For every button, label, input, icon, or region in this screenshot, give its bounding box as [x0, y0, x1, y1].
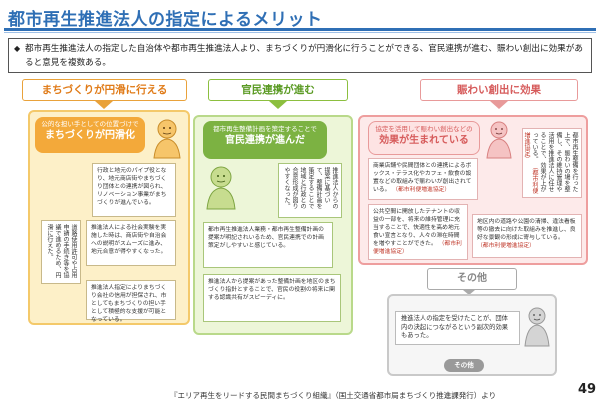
heading-smooth: まちづくりが円滑に行える [22, 79, 187, 101]
heading-other: その他 [427, 268, 517, 290]
card-other: 推進法人の指定を受けたことが、団体内の決起につながるという副次的効果もあった。 [395, 311, 520, 345]
page-number: 49 [578, 382, 597, 397]
card-lively-vertical-text: 都市再生整備を行った上で、賑わいの場を整備し、その維持管理や活用を推進法人に任せ… [531, 132, 578, 192]
bubble-lively-big: 効果が生まれている [379, 135, 469, 146]
bubble-smooth: 公的な担い手としての位置づけで まちづくりが円滑化 [35, 117, 145, 153]
card-lively-vertical: 都市再生整備を行った上で、賑わいの場を整備し、その維持管理や活用を推進法人に任せ… [522, 128, 582, 198]
person-gray-icon [524, 307, 550, 347]
card-lively-1-text: 商業店舗や民間団体との連携によるボックス・テラス化やカフェ・飲食の設置などの取組… [373, 163, 472, 193]
card-smooth-vertical: 道路使用許可や占用申請の手続き等を協議で進めるため、円滑に行えた。 [41, 220, 81, 284]
person-pink-icon [486, 121, 512, 159]
bubble-lively: 協定を活用して賑わい創出などの 効果が生まれている [368, 121, 480, 155]
card-lively-3-cite: （都市利便増進協定） [477, 243, 535, 249]
card-lively-3: 地区内の道路や公園の清掃、違法看板等の撤去に向けた取組みを推進し、良好な景観の形… [472, 214, 582, 258]
card-lively-2-text: 公共空間に開放したテナントの収益の一部を、将来の維持管理に充当することで、快適性… [373, 209, 460, 247]
bubble-smooth-big: まちづくりが円滑化 [45, 130, 135, 141]
title-bar: 都市再生推進法人の指定によるメリット [0, 0, 600, 33]
bubble-ppp: 都市再生整備計画を策定することで 官民連携が進んだ [203, 121, 327, 159]
arrow-down-icon [490, 101, 508, 109]
card-lively-2-cite: （都市利便増進協定） [373, 241, 462, 255]
diamond-bullet-icon: ◆ [14, 44, 21, 53]
arrow-down-icon [95, 101, 113, 109]
summary-text: 都市再生推進法人の指定した自治体や都市再生推進法人より、まちづくりが円滑化に行う… [25, 44, 583, 68]
card-ppp-2: 推進法人から提案があった整備計画を地区のまちづくり指針とすることで、官民の役割の… [203, 274, 341, 322]
bubble-ppp-big: 官民連携が進んだ [225, 135, 305, 146]
person-green-icon [206, 166, 236, 210]
title-underline [4, 28, 596, 31]
card-lively-1-cite: （都市利便増進協定） [392, 187, 451, 193]
card-lively-vertical-cite: （都市利便増進協定） [523, 132, 538, 194]
page-title: 都市再生推進法人の指定によるメリット [8, 10, 323, 30]
title-underline-thin [4, 32, 596, 33]
heading-ppp: 官民連携が進む [208, 79, 348, 101]
bubble-smooth-small: 公的な担い手としての位置づけで [41, 120, 139, 128]
card-lively-3-text: 地区内の道路や公園の清掃、違法看板等の撤去に向けた取組みを推進し、良好な景観の形… [477, 219, 576, 241]
arrow-down-icon [269, 101, 287, 109]
person-orange-icon [153, 119, 181, 159]
card-ppp-1: 都市再生推進法人業務・都市再生整備計画の提案が明記されいるため、官民連携での計画… [203, 222, 333, 268]
summary-box: ◆ 都市再生推進法人の指定した自治体や都市再生推進法人より、まちづくりが円滑化に… [8, 38, 592, 73]
bubble-lively-small: 協定を活用して賑わい創出などの [375, 125, 473, 133]
footer-citation: 『エリア再生をリードする民間まちづくり組織』（国土交通省都市局まちづくり推進課発… [170, 391, 497, 400]
heading-lively: 賑わい創出に効果 [420, 79, 578, 101]
bubble-ppp-small: 都市再生整備計画を策定することで [213, 125, 317, 133]
arrow-down-icon [463, 290, 475, 295]
card-smooth-3: 推進法人指定によりまちづくり会社の信用が担保され、市としてもまちづくりの担い手と… [86, 280, 176, 323]
card-lively-1: 商業店舗や民間団体との連携によるボックス・テラス化やカフェ・飲食の設置などの取組… [368, 158, 478, 200]
card-lively-2: 公共空間に開放したテナントの収益の一部を、将来の維持管理に充当することで、快適性… [368, 204, 468, 260]
card-smooth-2: 推進法人による社会実験を実施した時は、商店街や自治会への説明がスムーズに進み、地… [86, 220, 176, 266]
card-smooth-1: 行政と地元のパイプ役となり、地元商店街やまちづくり団体との連携が図られ、リノベー… [92, 163, 176, 217]
other-tag: その他 [444, 359, 484, 372]
card-ppp-vertical: 推進法人からの提案に基づいて、整備計画を策定することで地域と行政との合意形成が図… [278, 163, 342, 218]
